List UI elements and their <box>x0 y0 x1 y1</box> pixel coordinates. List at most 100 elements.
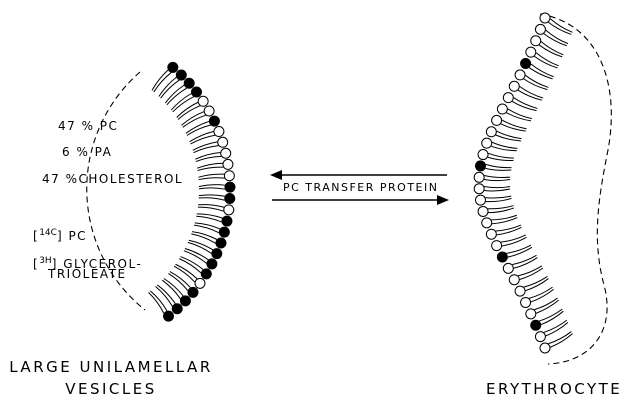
lipid-head <box>509 81 519 91</box>
lipid-head <box>482 218 492 228</box>
lipid-molecule <box>171 87 201 112</box>
lipid-head-labeled <box>225 182 235 192</box>
lipid-molecule <box>198 205 234 215</box>
isotope-3h: 3H <box>39 256 52 266</box>
lipid-head-labeled <box>172 304 182 314</box>
lipid-molecule <box>497 104 531 121</box>
lipid-head <box>214 127 224 137</box>
lipid-head <box>221 148 231 158</box>
lipid-head-labeled <box>521 59 531 69</box>
lipid-molecule <box>478 150 514 161</box>
lipid-molecule <box>478 206 514 217</box>
lipid-molecule <box>196 214 232 226</box>
lipid-head <box>535 24 545 34</box>
erythrocyte-outline <box>540 14 611 364</box>
lipid-head-labeled <box>168 62 178 72</box>
lipid-molecule <box>482 215 518 228</box>
lipid-head <box>535 332 545 342</box>
lipid-head <box>474 184 484 194</box>
vesicle-caption-line1: LARGE UNILAMELLAR <box>0 358 222 376</box>
lipid-head <box>503 263 513 273</box>
lipid-molecule <box>179 257 211 279</box>
lipid-molecule <box>492 235 527 251</box>
lipid-head-labeled <box>188 287 198 297</box>
lipid-head-labeled <box>225 193 235 203</box>
lipid-molecule <box>198 171 234 181</box>
lipid-molecule <box>475 195 511 205</box>
lipid-head <box>482 138 492 148</box>
vesicle-bilayer <box>148 62 234 321</box>
lipid-head-labeled <box>212 249 222 259</box>
lipid-head-labeled <box>475 161 485 171</box>
isotope-14c: 14C <box>39 228 57 238</box>
lipid-molecule <box>509 81 543 100</box>
lipid-molecule <box>474 172 510 182</box>
lipid-head-labeled <box>180 296 190 306</box>
erythrocyte-caption: ERYTHROCYTE <box>486 380 618 398</box>
lipid-molecule <box>475 161 511 171</box>
lipid-molecule <box>197 159 233 170</box>
label-14c-pc: [14C] PC <box>33 226 87 243</box>
lipid-head <box>515 286 525 296</box>
label-trioleate: TRIOLEATE <box>48 267 127 281</box>
erythrocyte-bilayer <box>474 13 572 353</box>
lipid-head-labeled <box>209 116 219 126</box>
lipid-head <box>531 36 541 46</box>
lipid-head <box>474 172 484 182</box>
lipid-molecule <box>497 245 531 262</box>
lipid-molecule <box>152 62 178 92</box>
lipid-head-labeled <box>191 87 201 97</box>
lipid-molecule <box>486 225 521 239</box>
lipid-head <box>503 93 513 103</box>
lipid-head <box>526 309 536 319</box>
lipid-head-labeled <box>216 238 226 248</box>
lipid-head <box>224 205 234 215</box>
lipid-head-labeled <box>219 227 229 237</box>
lipid-head <box>486 229 496 239</box>
composition-cholesterol: 47 %CHOLESTEROL <box>42 172 183 186</box>
lipid-head <box>521 297 531 307</box>
lipid-head-labeled <box>201 269 211 279</box>
lipid-head <box>486 127 496 137</box>
vesicle-caption-line2: VESICLES <box>0 380 222 398</box>
lipid-molecule <box>156 285 183 314</box>
lipid-head <box>223 159 233 169</box>
lipid-molecule <box>492 115 527 131</box>
lipid-head <box>475 195 485 205</box>
lipid-head <box>497 104 507 114</box>
arrow-to-vesicle-head <box>270 170 282 180</box>
lipid-head <box>526 47 536 57</box>
lipid-head-labeled <box>176 70 186 80</box>
lipid-head <box>195 278 205 288</box>
lipid-head <box>515 70 525 80</box>
label-pc-name: PC <box>68 229 87 243</box>
lipid-head-labeled <box>497 252 507 262</box>
lipid-head <box>478 206 488 216</box>
lipid-molecule <box>199 193 235 203</box>
composition-pa: 6 % PA <box>62 145 112 159</box>
lipid-molecule <box>165 78 194 105</box>
lipid-molecule <box>148 291 173 321</box>
lipid-head <box>540 13 550 23</box>
lipid-head <box>204 106 214 116</box>
arrow-to-erythrocyte-head <box>437 195 449 205</box>
lipid-molecule <box>199 182 235 192</box>
lipid-molecule <box>503 93 537 111</box>
lipid-head <box>224 171 234 181</box>
lipid-head <box>492 115 502 125</box>
composition-pc: 47 % PC <box>58 119 118 133</box>
lipid-head <box>540 343 550 353</box>
lipid-head-labeled <box>164 311 174 321</box>
lipid-molecule <box>474 184 510 194</box>
lipid-head <box>198 96 208 106</box>
transfer-protein-label: PC TRANSFER PROTEIN <box>283 181 438 195</box>
lipid-head <box>492 241 502 251</box>
lipid-head <box>509 275 519 285</box>
lipid-head-labeled <box>184 78 194 88</box>
lipid-head <box>478 150 488 160</box>
lipid-head <box>218 137 228 147</box>
lipid-head-labeled <box>531 320 541 330</box>
lipid-head-labeled <box>207 259 217 269</box>
